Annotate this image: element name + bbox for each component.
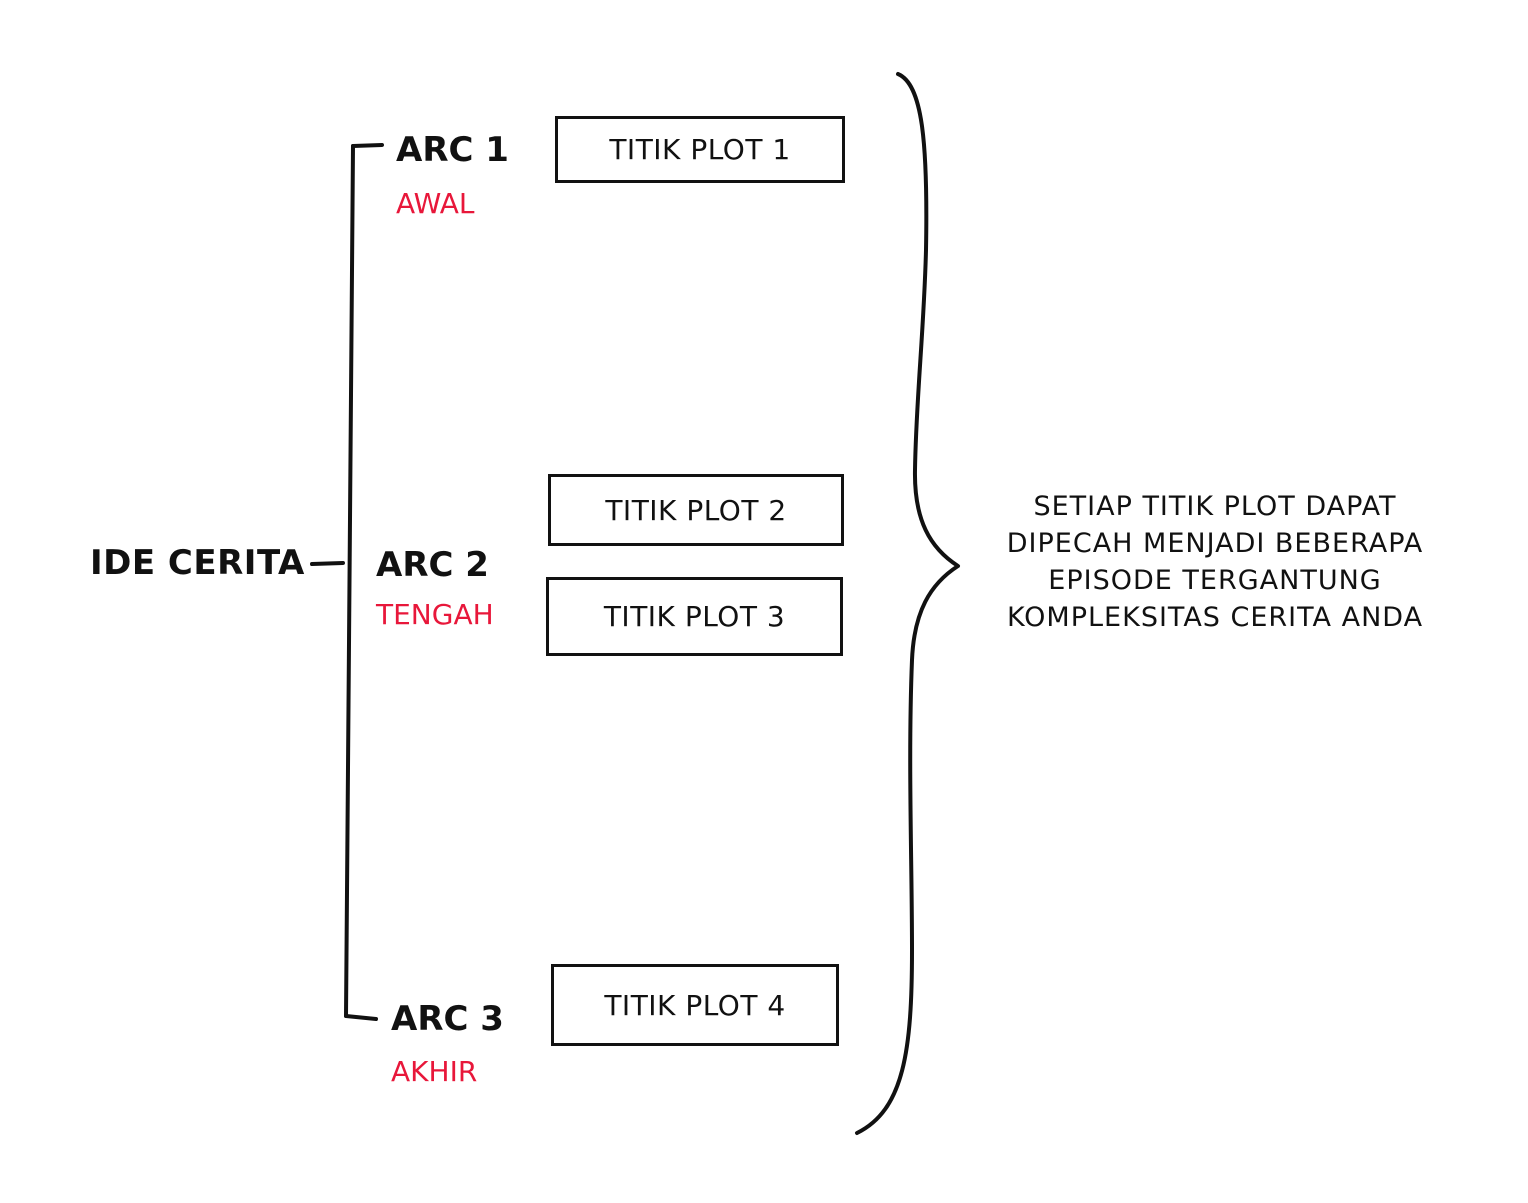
arc-1-subtitle: AWAL (396, 187, 475, 220)
plot-point-label: TITIK PLOT 4 (604, 988, 786, 1022)
plot-point-box: TITIK PLOT 1 (555, 116, 845, 183)
note-line: EPISODE TERGANTUNG (1048, 565, 1382, 596)
plot-point-box: TITIK PLOT 4 (551, 964, 839, 1046)
root-connector (310, 561, 345, 566)
plot-point-box: TITIK PLOT 2 (548, 474, 844, 546)
plot-point-label: TITIK PLOT 3 (603, 600, 786, 633)
note-line: SETIAP TITIK PLOT DAPAT (1033, 491, 1397, 522)
arc-3-subtitle: AKHIR (391, 1055, 478, 1088)
plot-point-label: TITIK PLOT 2 (605, 493, 787, 527)
plot-point-label: TITIK PLOT 1 (609, 133, 791, 166)
root-idea-label: IDE CERITA (90, 543, 305, 583)
arc-3-tick (344, 1014, 378, 1021)
arc-2-label: ARC 2 (376, 545, 489, 585)
arc-bracket-spine (344, 144, 355, 1018)
plot-point-box: TITIK PLOT 3 (546, 577, 843, 656)
arc-1-label: ARC 1 (396, 130, 509, 170)
curly-brace (855, 72, 960, 1135)
episode-note: SETIAP TITIK PLOT DAPAT DIPECAH MENJADI … (980, 488, 1450, 636)
arc-3-label: ARC 3 (391, 999, 504, 1039)
arc-2-subtitle: TENGAH (376, 598, 494, 631)
arc-1-tick (351, 143, 384, 148)
note-line: DIPECAH MENJADI BEBERAPA (1006, 528, 1424, 559)
note-line: KOMPLEKSITAS CERITA ANDA (1006, 602, 1424, 633)
